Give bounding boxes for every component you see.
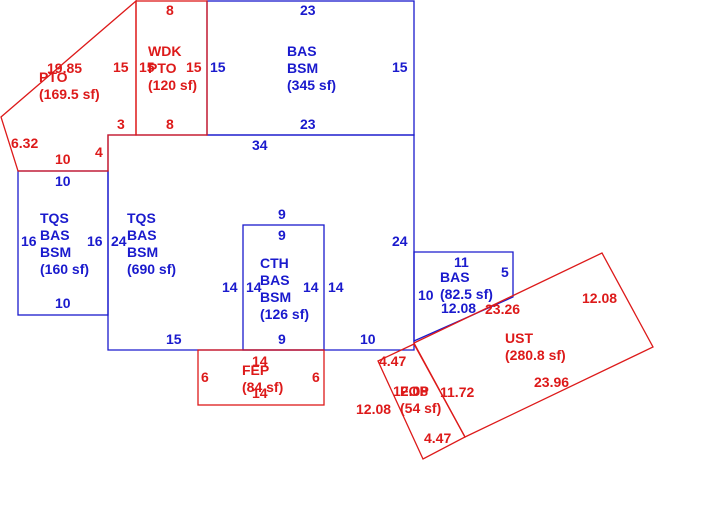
area-label-tqs-bas-bsm-left: TQS BAS BSM (160 sf): [40, 210, 89, 277]
dimension-label: 10: [418, 287, 434, 303]
area-label-line: (84 sf): [242, 379, 283, 395]
dimension-label: 6: [312, 369, 320, 385]
dimension-label: 12.08: [582, 290, 617, 306]
dimension-label: 23.26: [485, 301, 520, 317]
area-label-line: TQS: [40, 210, 69, 226]
dimension-label: 10: [360, 331, 376, 347]
dimension-label: 9: [278, 227, 286, 243]
dimension-label: 14: [328, 279, 344, 295]
dimension-label: 9: [278, 331, 286, 347]
area-label-line: (169.5 sf): [39, 86, 100, 102]
dimension-label: 19.85: [47, 60, 82, 76]
dimension-label: 10: [55, 173, 71, 189]
area-label-tqs-bas-bsm-main: TQS BAS BSM (690 sf): [127, 210, 176, 277]
area-label-cth-bas-bsm: CTH BAS BSM (126 sf): [260, 255, 309, 322]
area-outline-bas-right: [413, 251, 514, 343]
area-label-line: (280.8 sf): [505, 347, 566, 363]
dimension-label: 11.72: [440, 384, 474, 400]
dimension-label: 15: [113, 59, 129, 75]
area-label-line: BAS: [260, 272, 290, 288]
area-label-line: PTO: [148, 60, 177, 76]
dimension-label: 4: [95, 144, 103, 160]
dimension-label: 14: [252, 385, 268, 401]
area-label-line: (54 sf): [400, 400, 441, 416]
dimension-label: 34: [252, 137, 268, 153]
dimension-label: 23.96: [534, 374, 569, 390]
dimension-label: 16: [87, 233, 103, 249]
dimension-label: 15: [210, 59, 226, 75]
dimension-label: 23: [300, 2, 316, 18]
dimension-label: 14: [246, 279, 262, 295]
dimension-label: 24: [111, 233, 127, 249]
dimension-label: 14: [252, 353, 268, 369]
area-label-pto: PTO (169.5 sf): [39, 69, 100, 102]
dimension-label: 12.08: [393, 383, 428, 399]
area-outline-fep: [197, 349, 325, 406]
area-label-line: CTH: [260, 255, 289, 271]
dimension-label: 24: [392, 233, 408, 249]
area-label-line: BSM: [40, 244, 71, 260]
area-label-line: FOP: [400, 383, 429, 399]
area-label-line: BSM: [260, 289, 291, 305]
dimension-label: 15: [139, 59, 155, 75]
area-label-line: (120 sf): [148, 77, 197, 93]
dimension-label: 8: [166, 2, 174, 18]
dimension-label: 14: [222, 279, 238, 295]
dimension-label: 4.47: [424, 430, 451, 446]
dimension-label: 3: [117, 116, 125, 132]
area-label-line: (82.5 sf): [440, 286, 493, 302]
dimension-label: 5: [501, 264, 509, 280]
dimension-label: 10: [55, 151, 71, 167]
dimension-label: 14: [303, 279, 319, 295]
area-label-line: FEP: [242, 362, 269, 378]
area-label-line: BAS: [127, 227, 157, 243]
dimension-label: 11: [454, 254, 469, 270]
area-label-wdk-pto: WDK PTO (120 sf): [148, 43, 197, 93]
area-label-bas-right: BAS (82.5 sf): [440, 269, 493, 302]
area-label-line: PTO: [39, 69, 68, 85]
outline-group: [0, 0, 654, 460]
area-label-line: BAS: [287, 43, 317, 59]
dimension-label: 12.08: [356, 401, 391, 417]
area-label-line: BAS: [440, 269, 470, 285]
dimension-label: 6.32: [11, 135, 38, 151]
dimension-label: 12.08: [441, 300, 476, 316]
area-label-bas-bsm-top: BAS BSM (345 sf): [287, 43, 336, 93]
dimension-label: 4.47: [379, 353, 406, 369]
dimension-label: 16: [21, 233, 37, 249]
dimension-label: 8: [166, 116, 174, 132]
area-label-line: BSM: [287, 60, 318, 76]
area-label-fop: FOP (54 sf): [400, 383, 441, 416]
dimension-label: 10: [55, 295, 71, 311]
dimension-label: 15: [166, 331, 182, 347]
dimension-label: 15: [186, 59, 202, 75]
area-label-ust: UST (280.8 sf): [505, 330, 566, 363]
area-label-line: (160 sf): [40, 261, 89, 277]
area-label-line: (126 sf): [260, 306, 309, 322]
dimension-label: 15: [392, 59, 408, 75]
area-outline-wdk-pto: [135, 0, 208, 136]
area-label-fep: FEP (84 sf): [242, 362, 283, 395]
dimension-label: 23: [300, 116, 316, 132]
area-label-line: WDK: [148, 43, 181, 59]
area-label-line: BAS: [40, 227, 70, 243]
dimension-label: 9: [278, 206, 286, 222]
area-outline-fop: [377, 343, 466, 460]
area-label-line: (690 sf): [127, 261, 176, 277]
area-label-line: (345 sf): [287, 77, 336, 93]
area-label-line: UST: [505, 330, 533, 346]
area-label-line: TQS: [127, 210, 156, 226]
dimension-label: 6: [201, 369, 209, 385]
area-label-line: BSM: [127, 244, 158, 260]
